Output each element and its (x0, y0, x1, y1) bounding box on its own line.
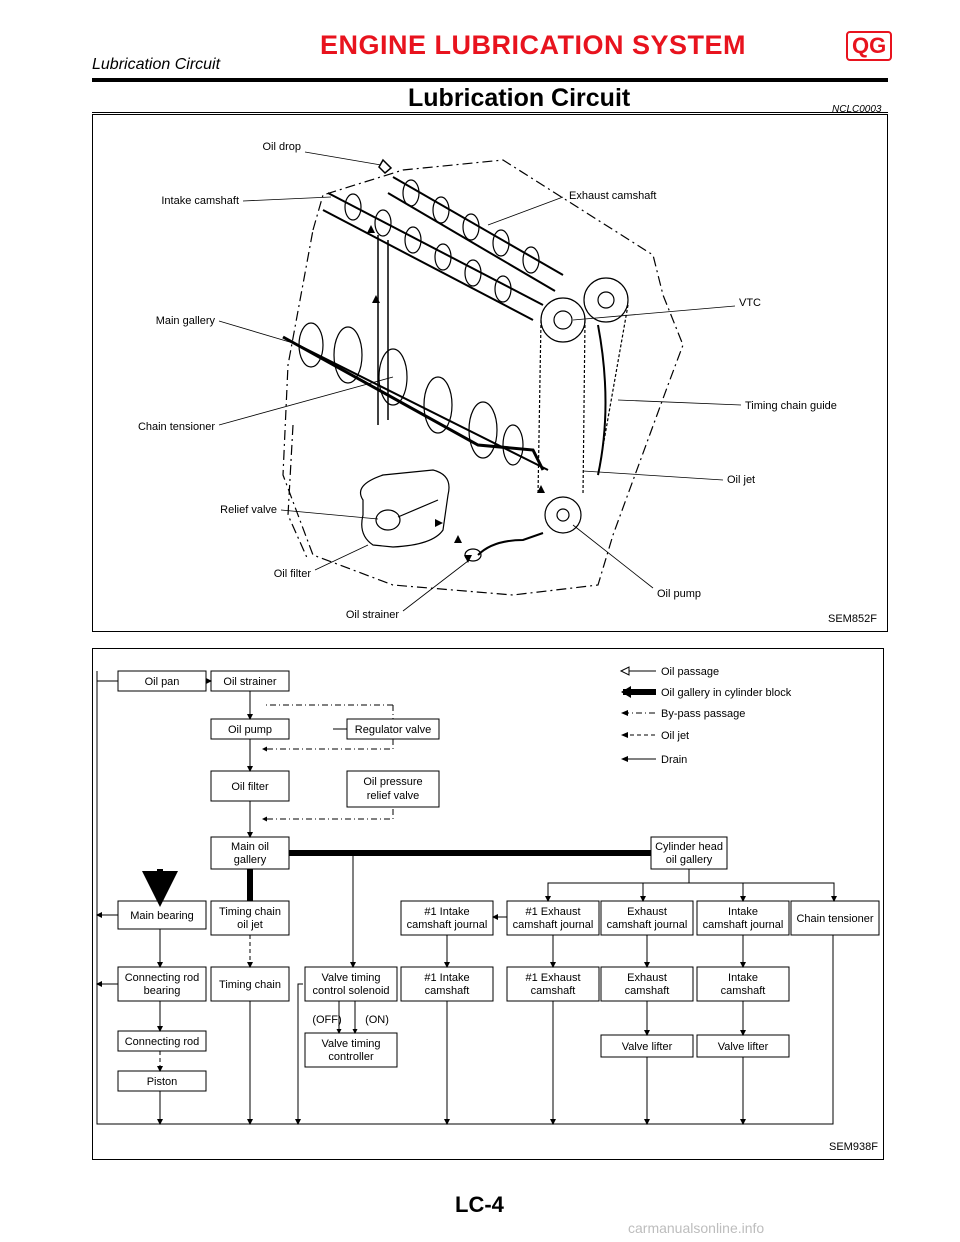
label-relief-valve: Relief valve (220, 504, 277, 516)
text-main-oil-2: gallery (234, 854, 267, 866)
text-main-bearing: Main bearing (130, 910, 194, 922)
legend-oil-passage: Oil passage (661, 666, 719, 678)
text-cyl-head-2: oil gallery (666, 854, 713, 866)
box-exh-camshaft (600, 966, 694, 1002)
text-tc-jet-1: Timing chain (219, 906, 281, 918)
text-oil-strainer: Oil strainer (223, 676, 277, 688)
text-relief-2: relief valve (367, 790, 420, 802)
text-int-cam-2: camshaft (721, 985, 766, 997)
text-exh-cam-2: camshaft (625, 985, 670, 997)
page-header-title: ENGINE LUBRICATION SYSTEM (320, 30, 747, 60)
text-regulator-valve: Regulator valve (355, 724, 431, 736)
label-timing-chain-guide: Timing chain guide (745, 400, 837, 412)
label-oil-filter: Oil filter (274, 568, 312, 580)
text-valve-lifter-a: Valve lifter (622, 1041, 673, 1053)
page-subtitle: Lubrication Circuit (92, 56, 221, 73)
text-int-cam-1: Intake (728, 972, 758, 984)
box-chain-tensioner (790, 900, 880, 936)
text-exh-journal-2: camshaft journal (607, 919, 688, 931)
legend-drain: Drain (661, 754, 687, 766)
text-exh1-journal-2: camshaft journal (513, 919, 594, 931)
text-oil-filter: Oil filter (231, 781, 269, 793)
text-piston: Piston (147, 1076, 178, 1088)
text-off: (OFF) (312, 1014, 341, 1026)
text-conrod: Connecting rod (125, 1036, 200, 1048)
text-vts-1: Valve timing (321, 972, 380, 984)
text-on: (ON) (365, 1014, 389, 1026)
box-int1-journal (400, 900, 494, 936)
label-exhaust-camshaft: Exhaust camshaft (569, 190, 656, 202)
box-conrod-bearing (117, 966, 207, 1002)
text-exh-cam-1: Exhaust (627, 972, 667, 984)
text-int1-cam-1: #1 Intake (424, 972, 469, 984)
text-vtc-ctrl-2: controller (328, 1051, 374, 1063)
text-vts-2: control solenoid (312, 985, 389, 997)
text-exh1-cam-1: #1 Exhaust (525, 972, 580, 984)
text-exh1-cam-2: camshaft (531, 985, 576, 997)
lubrication-flow-diagram-panel: Oil passage Oil gallery in cylinder bloc… (92, 648, 884, 1160)
box-timing-chain-jet (210, 900, 290, 936)
text-main-oil-1: Main oil (231, 841, 269, 853)
header-rule (92, 78, 888, 82)
text-cyl-head-1: Cylinder head (655, 841, 723, 853)
text-int1-cam-2: camshaft (425, 985, 470, 997)
box-int-journal (696, 900, 790, 936)
text-relief-1: Oil pressure (363, 776, 422, 788)
watermark: carmanualsonline.info (628, 1220, 765, 1236)
engine-illustration-panel: Oil drop Intake camshaft Exhaust camshaf… (92, 114, 888, 632)
label-oil-drop: Oil drop (262, 141, 301, 153)
label-oil-jet: Oil jet (727, 474, 755, 486)
legend-oil-jet: Oil jet (661, 730, 689, 742)
box-timing-chain (210, 966, 290, 1002)
text-valve-lifter-b: Valve lifter (718, 1041, 769, 1053)
text-int1-journal-1: #1 Intake (424, 906, 469, 918)
box-vtc-solenoid (304, 966, 398, 1002)
text-exh-journal-1: Exhaust (627, 906, 667, 918)
label-main-gallery: Main gallery (156, 315, 216, 327)
box-vtc-controller (304, 1032, 398, 1068)
label-chain-tensioner: Chain tensioner (138, 421, 215, 433)
text-oil-pan: Oil pan (145, 676, 180, 688)
engine-tag-badge: QG (846, 31, 893, 61)
figure2-code: SEM938F (829, 1141, 878, 1153)
section-rule (92, 112, 888, 113)
text-chain-tensioner: Chain tensioner (796, 913, 873, 925)
text-tc-jet-2: oil jet (237, 919, 263, 931)
text-conrod-bearing-1: Connecting rod (125, 972, 200, 984)
text-exh1-journal-1: #1 Exhaust (525, 906, 580, 918)
legend-oil-gallery: Oil gallery in cylinder block (661, 687, 792, 699)
text-conrod-bearing-2: bearing (144, 985, 181, 997)
text-int-journal-2: camshaft journal (703, 919, 784, 931)
section-code: NCLC0003 (832, 104, 882, 115)
figure1-code: SEM852F (828, 613, 877, 625)
label-oil-pump: Oil pump (657, 588, 701, 600)
text-vtc-ctrl-1: Valve timing (321, 1038, 380, 1050)
text-int-journal-1: Intake (728, 906, 758, 918)
legend-bypass: By-pass passage (661, 708, 745, 720)
label-vtc: VTC (739, 297, 761, 309)
text-oil-pump: Oil pump (228, 724, 272, 736)
page-number: LC-4 (455, 1192, 504, 1217)
box-exh-journal (600, 900, 694, 936)
section-title: Lubrication Circuit (408, 84, 631, 112)
box-oil-filter (210, 770, 290, 802)
label-oil-strainer: Oil strainer (346, 609, 400, 621)
text-timing-chain: Timing chain (219, 979, 281, 991)
lubrication-flow-diagram: Oil passage Oil gallery in cylinder bloc… (96, 666, 880, 1125)
box-relief-valve (346, 770, 440, 808)
box-int1-camshaft (400, 966, 494, 1002)
text-int1-journal-2: camshaft journal (407, 919, 488, 931)
label-intake-camshaft: Intake camshaft (161, 195, 239, 207)
engine-illustration: Oil drop Intake camshaft Exhaust camshaf… (138, 141, 837, 621)
box-cylinder-head-gallery (650, 836, 728, 870)
